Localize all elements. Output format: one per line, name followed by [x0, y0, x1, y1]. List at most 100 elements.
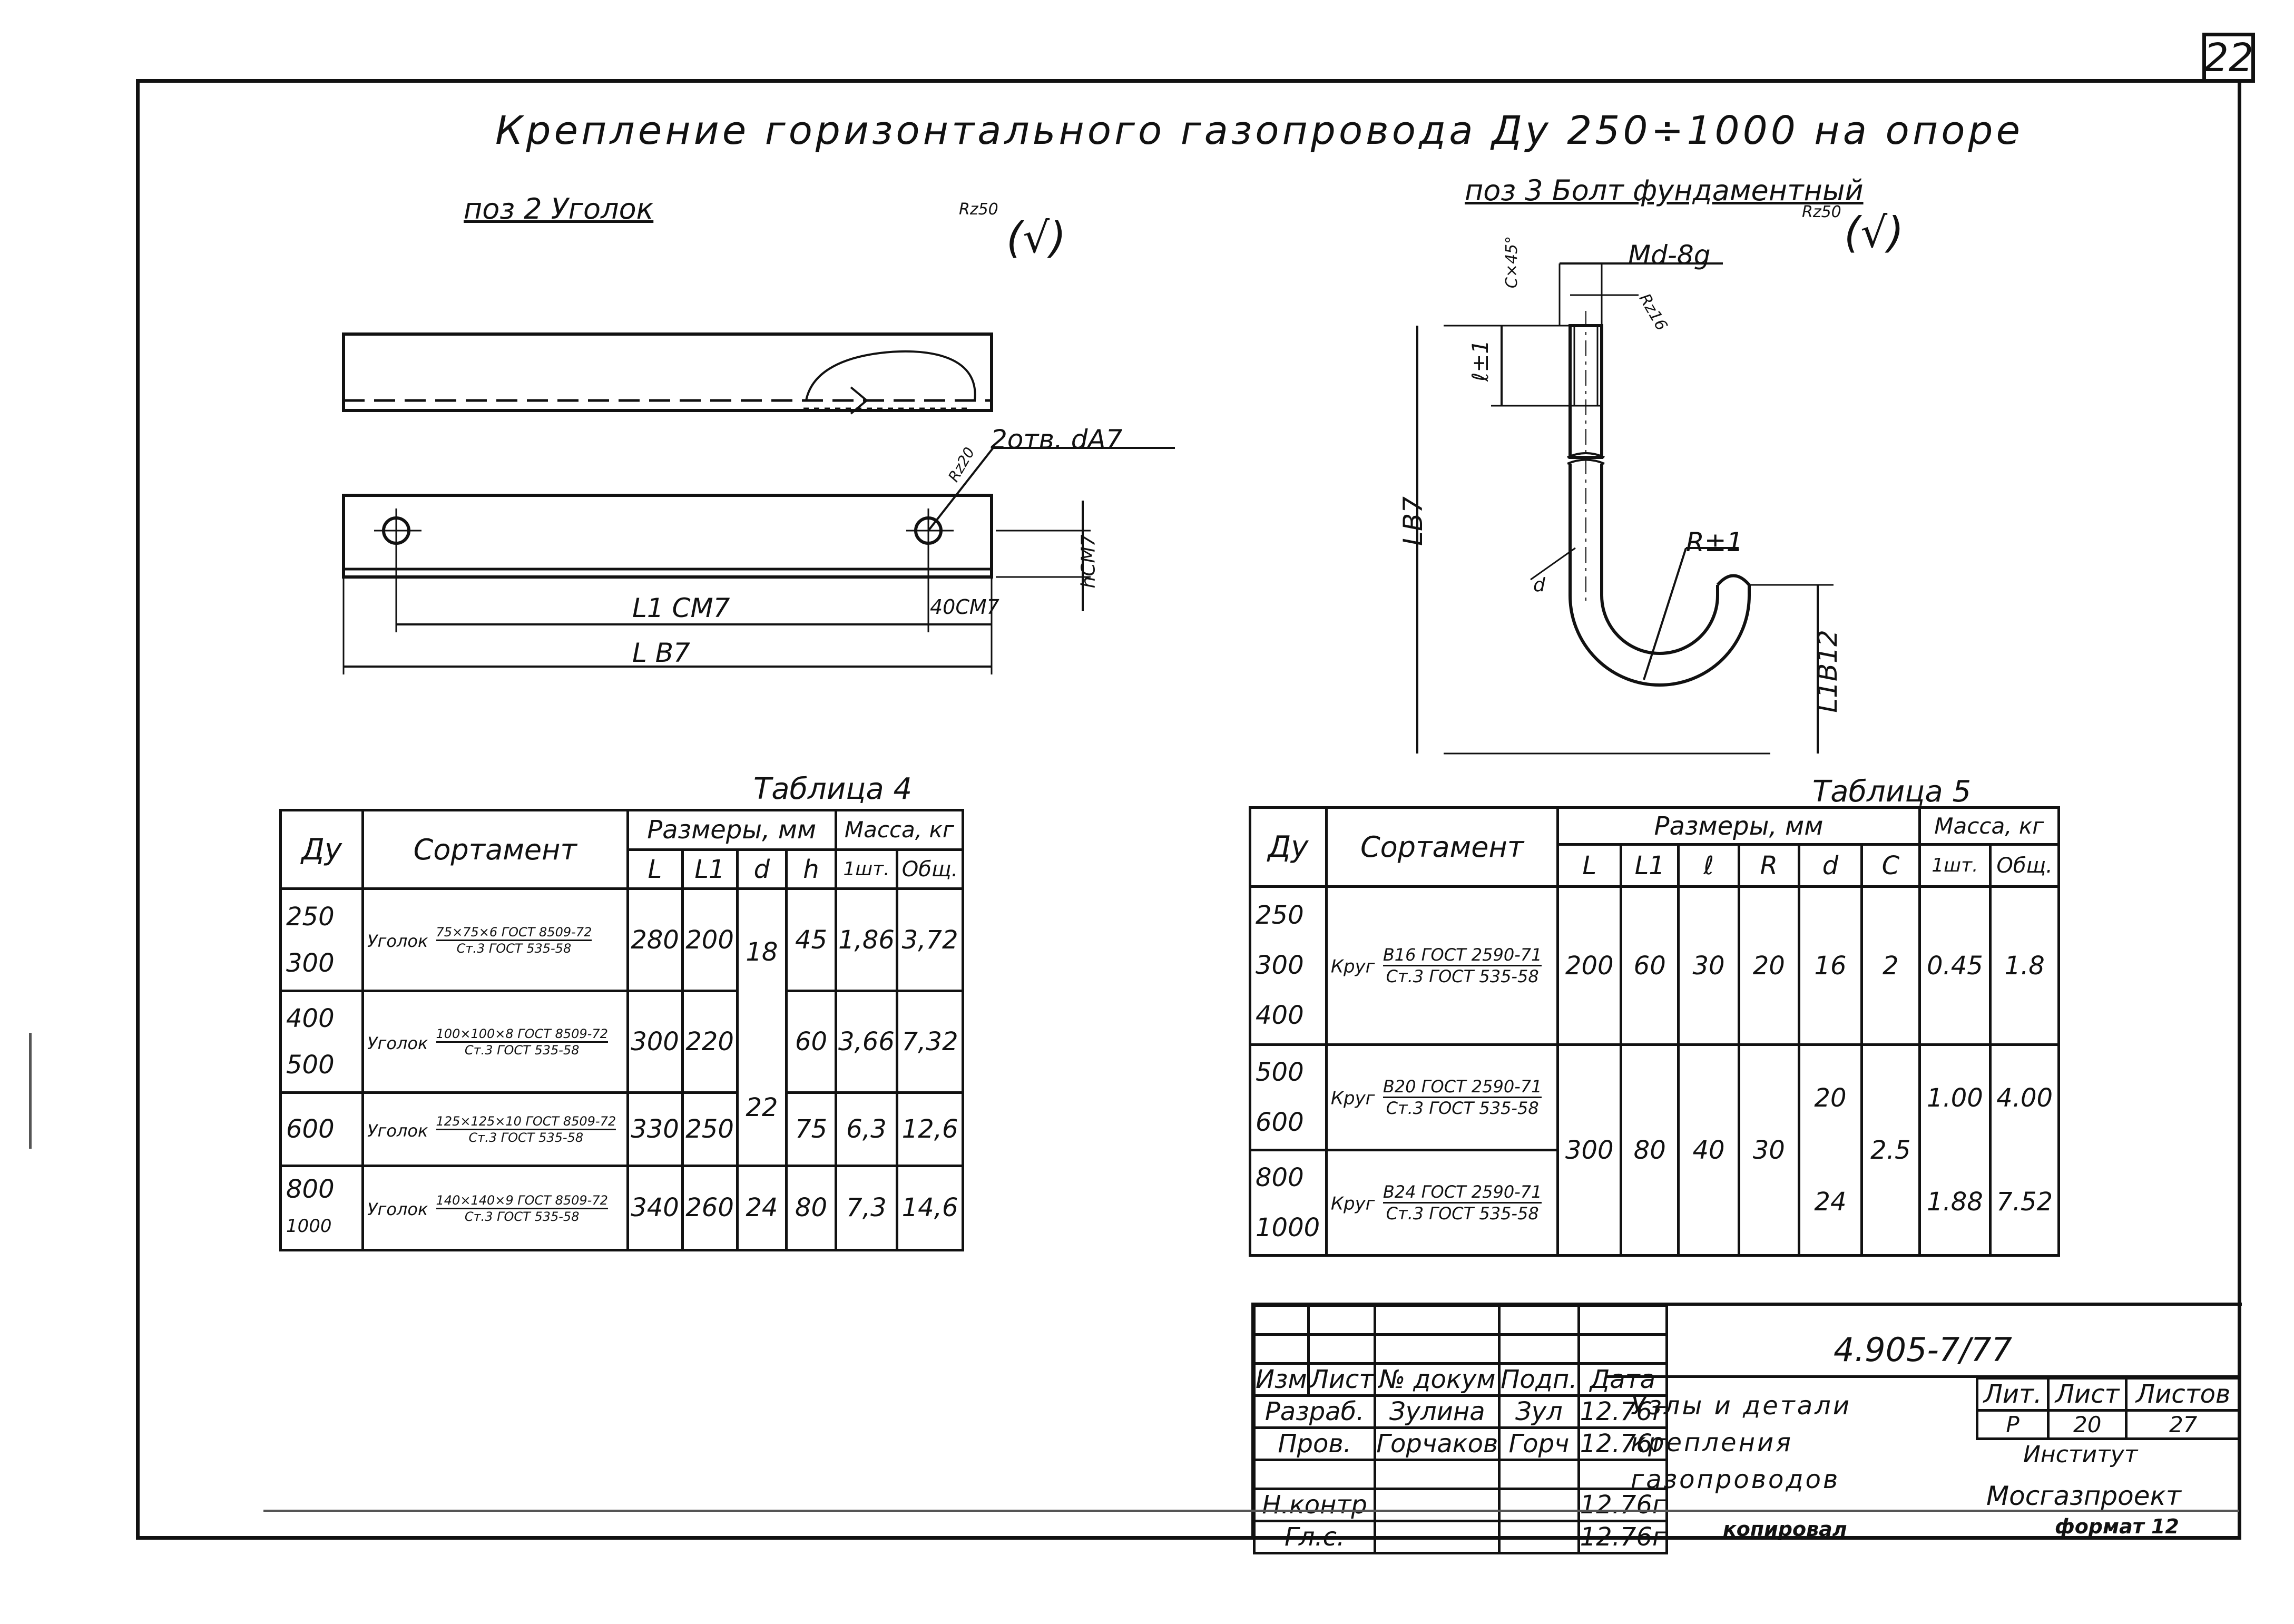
stamp-signature: Горч	[1498, 1426, 1580, 1461]
table5-header-mass: Масса, кг	[1918, 806, 2061, 846]
stamp-role: Пров.	[1252, 1426, 1377, 1461]
cell-l: 40	[1677, 1043, 1740, 1257]
table5-header-R: R	[1737, 843, 1800, 888]
pos3-roughness-value: Rz50	[1802, 203, 1841, 221]
cell-h: 80	[785, 1164, 837, 1252]
pos3-dim-R: R±1	[1686, 527, 1743, 557]
cell-d: 22	[736, 1092, 788, 1167]
du-value: 1000	[1256, 1212, 1320, 1243]
table4-header-h: h	[785, 848, 837, 891]
du-value: 500	[286, 1050, 335, 1080]
table4-sortament: Уголок 75×75×6 ГОСТ 8509-72 Ст.3 ГОСТ 53…	[361, 887, 629, 992]
stamp-head-sign: Подп.	[1498, 1362, 1580, 1397]
cell-one: 6,3	[834, 1091, 899, 1167]
table4-caption: Таблица 4	[753, 772, 913, 806]
stamp-date: 12.76г	[1577, 1394, 1669, 1429]
cell-l: 30	[1677, 885, 1740, 1046]
table-row: 800 1000 Круг В24 ГОСТ 2590-71 Ст.3 ГОСТ…	[1249, 1149, 2060, 1257]
sort-bottom: Ст.3 ГОСТ 535-58	[468, 1130, 584, 1146]
pos3-dim-L: LB7	[1397, 496, 1428, 546]
cell-L: 300	[626, 989, 684, 1094]
stamp-signature: Зул	[1498, 1394, 1580, 1429]
organization-line2: Мосгазпроект	[1986, 1481, 2181, 1511]
cell-one: 1.00	[1918, 1043, 1992, 1150]
table5-header-du: Ду	[1249, 806, 1328, 888]
sort-top: В24 ГОСТ 2590-71	[1383, 1182, 1542, 1204]
du-value: 400	[286, 1003, 335, 1033]
du-value: 800	[286, 1175, 335, 1205]
du-value: 1000	[286, 1216, 332, 1237]
table5-du-cell: 500 600	[1249, 1043, 1328, 1151]
cell-one: 1.88	[1918, 1150, 1992, 1257]
cell-d: 20	[1797, 1043, 1864, 1150]
cell-R: 30	[1737, 1043, 1800, 1257]
cell-one: 7,3	[834, 1164, 899, 1252]
title-block	[1251, 1303, 2242, 1540]
pos3-thread: Md-8g	[1628, 240, 1711, 270]
cell-L: 300	[1556, 1043, 1623, 1257]
cell-d: 16	[1797, 885, 1864, 1046]
cell-h: 45	[785, 887, 837, 992]
sort-name: Круг	[1330, 1088, 1375, 1109]
stamp-name	[1374, 1520, 1501, 1554]
cell-L: 330	[626, 1091, 684, 1167]
sort-top: 75×75×6 ГОСТ 8509-72	[436, 925, 592, 941]
sort-name: Круг	[1330, 1193, 1375, 1215]
pos2-dim-L1: L1 CM7	[632, 593, 730, 623]
sheets-value: 27	[2125, 1409, 2241, 1440]
table4-sortament: Уголок 100×100×8 ГОСТ 8509-72 Ст.3 ГОСТ …	[361, 989, 629, 1094]
sort-bottom: Ст.3 ГОСТ 535-58	[456, 941, 572, 956]
cell-L1: 200	[681, 887, 739, 992]
pos3-dim-d: d	[1533, 574, 1545, 596]
du-value: 500	[1256, 1057, 1304, 1087]
cell-total: 3,72	[896, 887, 964, 992]
table4-sortament: Уголок 140×140×9 ГОСТ 8509-72 Ст.3 ГОСТ …	[361, 1164, 629, 1252]
table5-header-L1: L1	[1620, 843, 1680, 888]
stamp-head-list: Лист	[1307, 1362, 1377, 1397]
sheet-value: 20	[2047, 1409, 2128, 1440]
stamp-date: 12.76г	[1577, 1488, 1669, 1522]
stamp-signatures: Изм Лист № докум Подп. Дата Разраб. Зули…	[1252, 1304, 1669, 1554]
table5-header-d: d	[1797, 843, 1864, 888]
table4-sortament: Уголок 125×125×10 ГОСТ 8509-72 Ст.3 ГОСТ…	[361, 1091, 629, 1167]
cell-total: 4.00	[1989, 1043, 2060, 1150]
cell-total: 12,6	[896, 1091, 964, 1167]
table5-header-l: ℓ	[1677, 843, 1740, 888]
pos3-chamfer: C×45°	[1503, 236, 1522, 289]
stamp-name	[1374, 1488, 1501, 1522]
stamp-signature	[1498, 1520, 1580, 1554]
table4-header-sortament: Сортамент	[361, 808, 629, 891]
cell-h: 60	[785, 989, 837, 1094]
table-row: 250 300 400 Круг В16 ГОСТ 2590-71 Ст.3 Г…	[1249, 885, 2060, 1046]
pos2-dim-end: 40CM7	[930, 595, 999, 619]
sort-top: 100×100×8 ГОСТ 8509-72	[436, 1026, 608, 1043]
pos3-dim-l: ℓ±1	[1467, 339, 1494, 382]
organization-line1: Институт	[2023, 1441, 2138, 1468]
document-code: 4.905-7/77	[1834, 1330, 2013, 1369]
cell-L1: 260	[681, 1164, 739, 1252]
drawing-frame	[136, 79, 2241, 1540]
table4-header-du: Ду	[279, 808, 365, 891]
stamp-role: Гл.с.	[1252, 1520, 1377, 1554]
table4-header-d: d	[736, 848, 788, 891]
table-row: 600 Уголок 125×125×10 ГОСТ 8509-72 Ст.3 …	[279, 1091, 964, 1167]
doc-title-line3: газопроводов	[1631, 1465, 1840, 1494]
cell-L: 200	[1556, 885, 1623, 1046]
cell-one: 0.45	[1918, 885, 1992, 1046]
cell-total: 7,32	[896, 989, 964, 1094]
stamp-date: 12.76г	[1577, 1520, 1669, 1554]
doc-title-line2: крепления	[1631, 1428, 1793, 1457]
pos3-drawing	[1416, 262, 1834, 755]
stamp-head-date: Дата	[1577, 1362, 1669, 1397]
stamp-name: Зулина	[1374, 1394, 1501, 1429]
cell-h: 75	[785, 1091, 837, 1167]
cell-total: 1.8	[1989, 885, 2060, 1046]
table4-du-cell: 250 300	[279, 887, 365, 992]
table4-header-L: L	[626, 848, 684, 891]
pos3-roughness-symbol: (√)	[1844, 208, 1904, 257]
cell-total: 7.52	[1989, 1150, 2060, 1257]
cell-L1: 250	[681, 1091, 739, 1167]
pos2-dim-L: L B7	[632, 638, 690, 668]
cell-d: 18	[736, 887, 788, 1093]
table5-sortament: Круг В16 ГОСТ 2590-71 Ст.3 ГОСТ 535-58	[1325, 885, 1560, 1046]
